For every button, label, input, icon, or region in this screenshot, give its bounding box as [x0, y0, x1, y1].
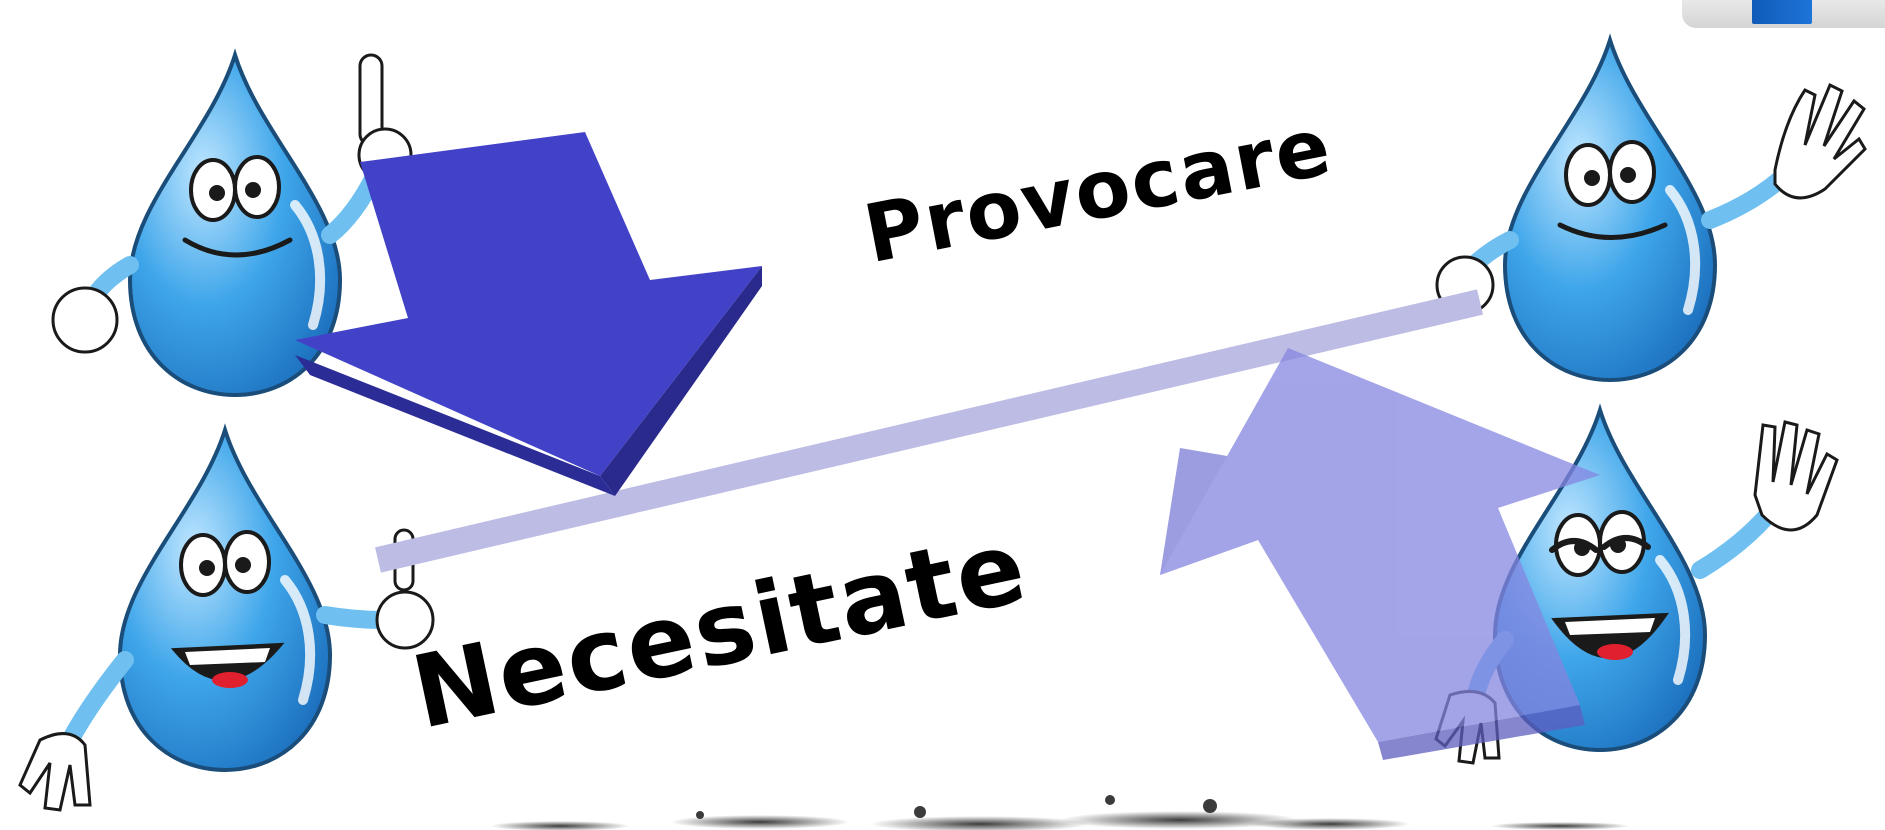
cube-icon	[1752, 0, 1812, 24]
arrow-up-icon	[1160, 348, 1600, 760]
water-drop-character	[18, 430, 435, 812]
water-drop-character	[1435, 40, 1867, 380]
water-splash	[490, 795, 1630, 830]
arrow-down-icon	[295, 132, 762, 496]
corner-thumbnail	[1682, 0, 1885, 28]
connector-line	[375, 289, 1483, 573]
